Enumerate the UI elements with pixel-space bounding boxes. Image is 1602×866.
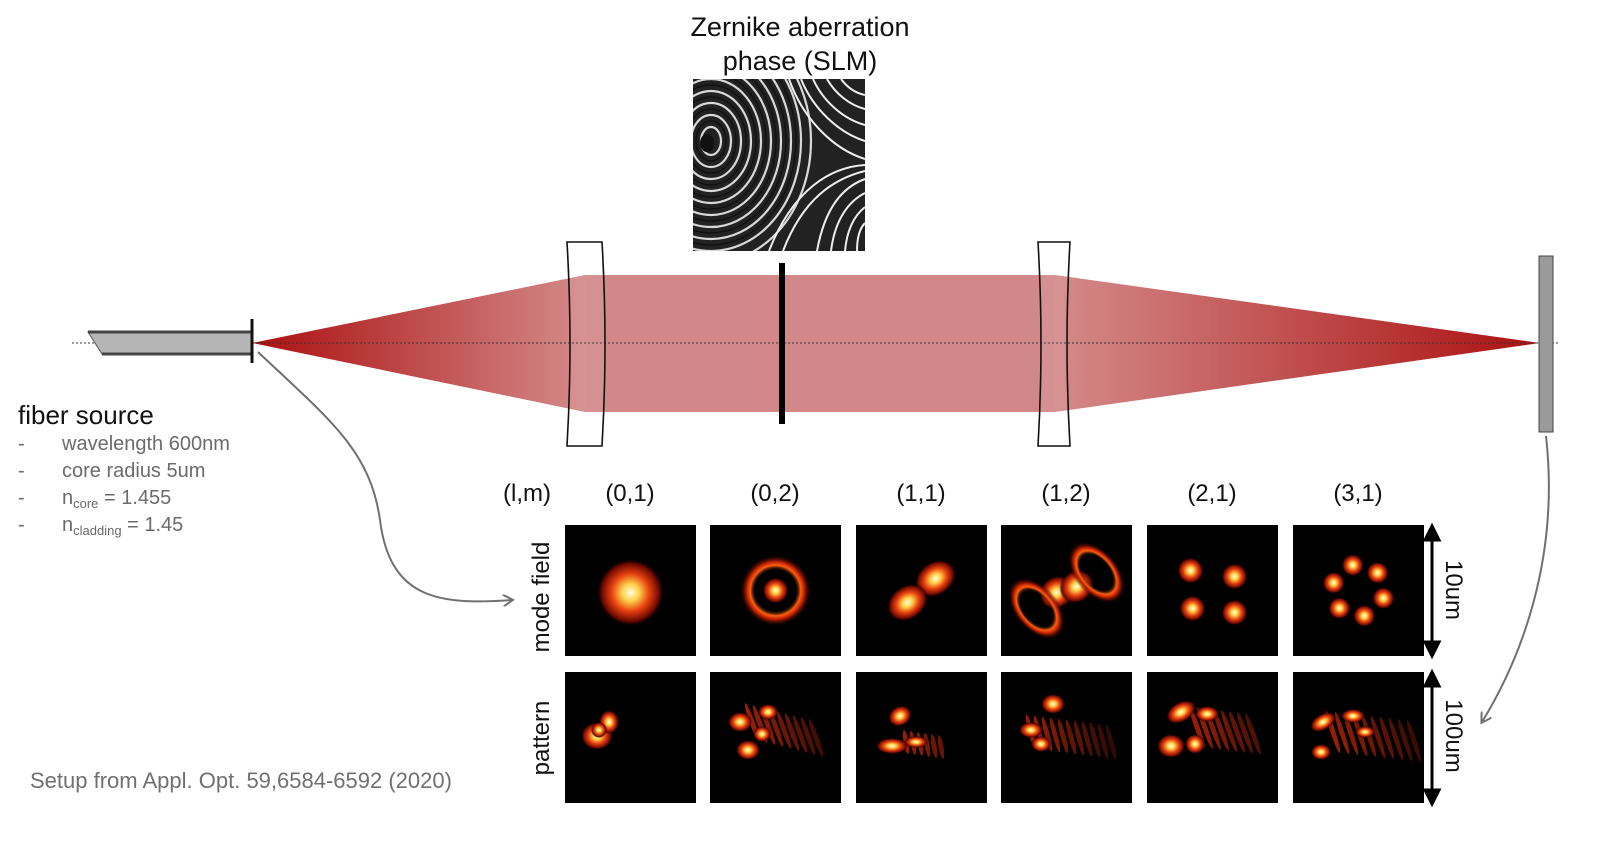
spec-value: = 1.45 [121, 514, 184, 536]
mode-field-2-1 [1147, 525, 1278, 656]
scale-bar-mode [1422, 522, 1442, 660]
slm-phase-image [693, 79, 865, 251]
mode-label: (2,1) [1187, 480, 1237, 507]
spec-text: n [62, 514, 74, 536]
fiber [87, 319, 254, 363]
pattern-0-1 [565, 672, 696, 803]
scale-label-pattern: 100um [1440, 699, 1467, 773]
fiber-spec-line: - ncladding = 1.45 [18, 514, 183, 538]
spec-text: core radius 5um [62, 460, 206, 482]
pattern-2-1 [1147, 672, 1278, 803]
mode-field-3-1 [1293, 525, 1424, 656]
slm-title-line1: Zernike aberration [690, 12, 910, 42]
mode-field-1-2 [1001, 525, 1132, 656]
scale-label-mode: 10um [1440, 559, 1467, 621]
mode-field-0-1 [565, 525, 696, 656]
detector-arrow [1482, 435, 1550, 722]
pattern-1-1 [856, 672, 987, 803]
lens-1 [566, 241, 606, 447]
mode-header: (l,m) [503, 480, 551, 507]
fiber-spec-line: - wavelength 600nm [18, 433, 230, 456]
spec-text: n [62, 487, 74, 509]
detector [1538, 255, 1554, 433]
scale-bar-pattern [1422, 668, 1442, 808]
spec-value: = 1.455 [98, 487, 172, 509]
lens-2 [1037, 241, 1071, 447]
mode-label: (1,1) [896, 480, 946, 507]
pattern-1-2 [1001, 672, 1132, 803]
slm-title: Zernike aberration phase (SLM) [620, 10, 980, 78]
slm-title-line2: phase (SLM) [722, 46, 878, 76]
mode-label: (1,2) [1041, 480, 1091, 507]
citation: Setup from Appl. Opt. 59,6584-6592 (2020… [30, 768, 452, 793]
pattern-0-2 [710, 672, 841, 803]
beam-diverging [252, 275, 585, 412]
fiber-source-title: fiber source [18, 400, 154, 430]
fiber-arrow [257, 351, 512, 601]
spec-dash: - [18, 487, 25, 509]
mode-field-0-2 [710, 525, 841, 656]
spec-dash: - [18, 433, 25, 455]
pattern-3-1 [1293, 672, 1424, 803]
row-label-pattern: pattern [528, 700, 555, 776]
mode-label: (3,1) [1333, 480, 1383, 507]
fiber-spec-line: - core radius 5um [18, 460, 205, 483]
spec-dash: - [18, 460, 25, 482]
spec-text: wavelength 600nm [62, 433, 230, 455]
row-label-mode-field: mode field [528, 541, 555, 653]
spec-subscript: core [73, 496, 99, 511]
mode-field-1-1 [856, 525, 987, 656]
spec-subscript: cladding [73, 523, 122, 538]
mode-label: (0,1) [605, 480, 655, 507]
fiber-spec-line: - ncore = 1.455 [18, 487, 171, 511]
mode-label: (0,2) [750, 480, 800, 507]
spec-dash: - [18, 514, 25, 536]
